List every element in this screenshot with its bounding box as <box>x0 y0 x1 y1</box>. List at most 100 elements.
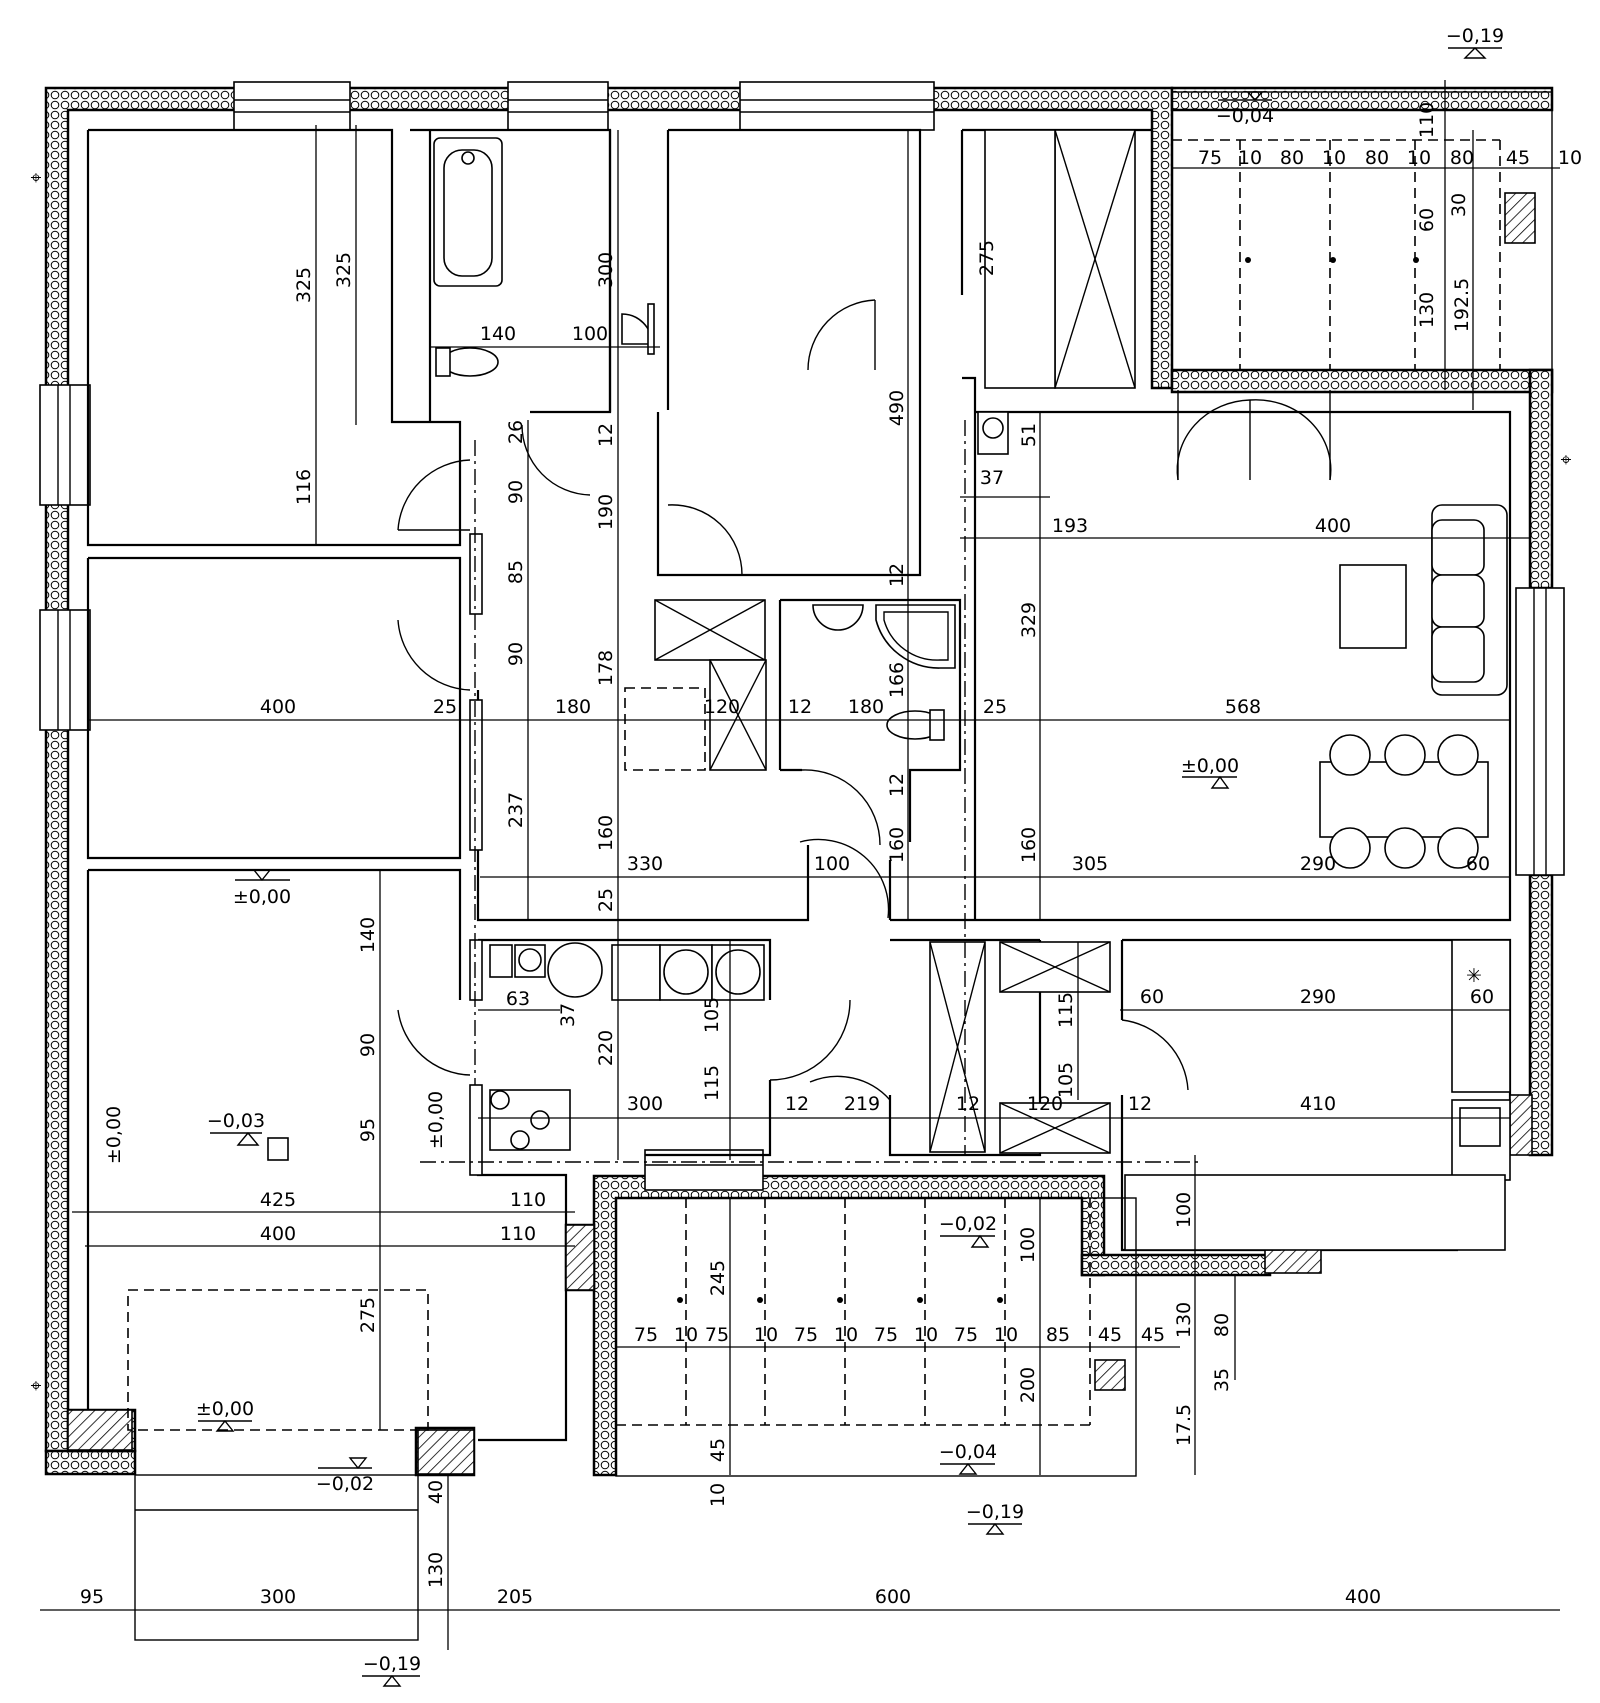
dim-r400-180a: 180 <box>555 696 591 718</box>
dim-tbv-100a: 100 <box>1017 1227 1039 1263</box>
level-drive-bottom: −0,19 <box>363 1653 421 1675</box>
level-terrace-bottom-2: −0,04 <box>939 1441 997 1463</box>
dim-gar-90: 90 <box>357 1033 379 1057</box>
dim-gar-95: 95 <box>357 1118 379 1142</box>
level-markers: −0,19 −0,04 ±0,00 ±0,00 ±0,00 −0,03 ±0,0… <box>103 25 1504 1687</box>
dim-tb-10c: 10 <box>834 1324 858 1346</box>
dim-bed1-325a: 325 <box>293 267 315 303</box>
dim-ut-63: 63 <box>506 988 530 1010</box>
level-corridor-vertical: ±0,00 <box>425 1091 447 1149</box>
dim-tt-80c: 80 <box>1450 147 1474 169</box>
dim-ut-219: 219 <box>844 1093 880 1115</box>
dim-tt-10a: 10 <box>1238 147 1262 169</box>
dining-table <box>1319 734 1489 869</box>
dim-r2-275: 275 <box>976 240 998 276</box>
dim-bath-12: 12 <box>595 423 617 447</box>
dim-hall-237: 237 <box>505 792 527 828</box>
dim-hall-25: 25 <box>595 888 617 912</box>
dim-r2-400: 400 <box>1315 515 1351 537</box>
garage-car-outline <box>127 687 1452 1641</box>
dim-overall-600: 600 <box>875 1586 911 1608</box>
level-living: ±0,00 <box>1181 755 1239 777</box>
dim-tb-10e: 10 <box>994 1324 1018 1346</box>
dim-r400-180b: 180 <box>848 696 884 718</box>
sofa <box>1431 504 1508 696</box>
kitchen-units: ✳ <box>1124 939 1511 1251</box>
washbasin <box>621 303 655 355</box>
dim-tb-85: 85 <box>1046 1324 1070 1346</box>
dim-r400-568: 568 <box>1225 696 1261 718</box>
dim-tt-45: 45 <box>1506 147 1530 169</box>
terrace-top <box>1171 91 1553 371</box>
dimension-lines <box>40 80 1560 1650</box>
wardrobes <box>654 129 1136 1154</box>
dim-tbv-35: 35 <box>1211 1368 1233 1392</box>
dim-overall-205: 205 <box>497 1586 533 1608</box>
dim-r2-166: 166 <box>886 662 908 698</box>
dim-bath-100: 100 <box>572 323 608 345</box>
dim-tt-10c: 10 <box>1407 147 1431 169</box>
dim-tb-10d: 10 <box>914 1324 938 1346</box>
dim-ut-105b: 105 <box>1055 1062 1077 1098</box>
level-room-left-mid: ±0,00 <box>233 886 291 908</box>
dim-tbv-80: 80 <box>1211 1313 1233 1337</box>
dim-r330-160b: 160 <box>1018 827 1040 863</box>
dim-r330-100: 100 <box>814 853 850 875</box>
level-garage-door-inside: ±0,00 <box>196 1398 254 1420</box>
dim-r2-51: 51 <box>1018 423 1040 447</box>
dim-tbv-100b: 100 <box>1173 1192 1195 1228</box>
dim-ttv-192: 192.5 <box>1451 278 1473 332</box>
dim-r2-329: 329 <box>1018 602 1040 638</box>
boiler-unit <box>977 411 1009 455</box>
dim-r400-25b: 25 <box>983 696 1007 718</box>
utility-appliances <box>489 942 765 1151</box>
dim-tbv-45: 45 <box>707 1438 729 1462</box>
dim-bath-300: 300 <box>595 252 617 288</box>
dim-bath-26: 26 <box>505 420 527 444</box>
dim-ut-37: 37 <box>557 1003 579 1027</box>
dim-ut-12b: 12 <box>956 1093 980 1115</box>
axis-marker-icon: ⌖ <box>31 1375 42 1397</box>
dim-gar-275: 275 <box>357 1297 379 1333</box>
dim-tb-75e: 75 <box>954 1324 978 1346</box>
windows <box>39 81 1565 1191</box>
dim-r2-12a: 12 <box>886 563 908 587</box>
dim-r330-330: 330 <box>627 853 663 875</box>
level-top-right: −0,19 <box>1446 25 1504 47</box>
dim-ut-120: 120 <box>1027 1093 1063 1115</box>
dim-tb-75a: 75 <box>634 1324 658 1346</box>
dim-r400-120: 120 <box>704 696 740 718</box>
dim-tbv-10: 10 <box>707 1483 729 1507</box>
hatched-columns <box>67 192 1536 1475</box>
dim-tb-10a: 10 <box>674 1324 698 1346</box>
dim-hall-90b: 90 <box>505 642 527 666</box>
dim-k-60b: 60 <box>1470 986 1494 1008</box>
dim-gw-400: 400 <box>260 1223 296 1245</box>
dim-tb-45a: 45 <box>1098 1324 1122 1346</box>
dim-tb-75b: 75 <box>705 1324 729 1346</box>
dim-hall-90a: 90 <box>505 480 527 504</box>
dim-tt-75: 75 <box>1198 147 1222 169</box>
dim-tt-10d: 10 <box>1558 147 1582 169</box>
centre-lines <box>420 420 1200 1163</box>
dim-tb-10b: 10 <box>754 1324 778 1346</box>
shower-tray <box>875 604 956 669</box>
dim-ut-115: 115 <box>701 1065 723 1101</box>
level-garage-door-outside: −0,02 <box>316 1473 374 1495</box>
dim-r2-490: 490 <box>886 390 908 426</box>
dim-ut-220: 220 <box>595 1030 617 1066</box>
dim-drive-130: 130 <box>425 1552 447 1588</box>
dim-r330-160a: 160 <box>886 827 908 863</box>
sink-2 <box>812 604 864 631</box>
dim-hall-190: 190 <box>595 494 617 530</box>
level-outside-bottom: −0,19 <box>966 1501 1024 1523</box>
dim-ttv-110: 110 <box>1416 102 1438 138</box>
level-terrace-bottom: −0,02 <box>939 1213 997 1235</box>
dim-r400-400: 400 <box>260 696 296 718</box>
dim-ttv-60: 60 <box>1416 208 1438 232</box>
dim-r2-37: 37 <box>980 467 1004 489</box>
dim-r400-25a: 25 <box>433 696 457 718</box>
dim-r400-12: 12 <box>788 696 812 718</box>
dim-overall-400: 400 <box>1345 1586 1381 1608</box>
